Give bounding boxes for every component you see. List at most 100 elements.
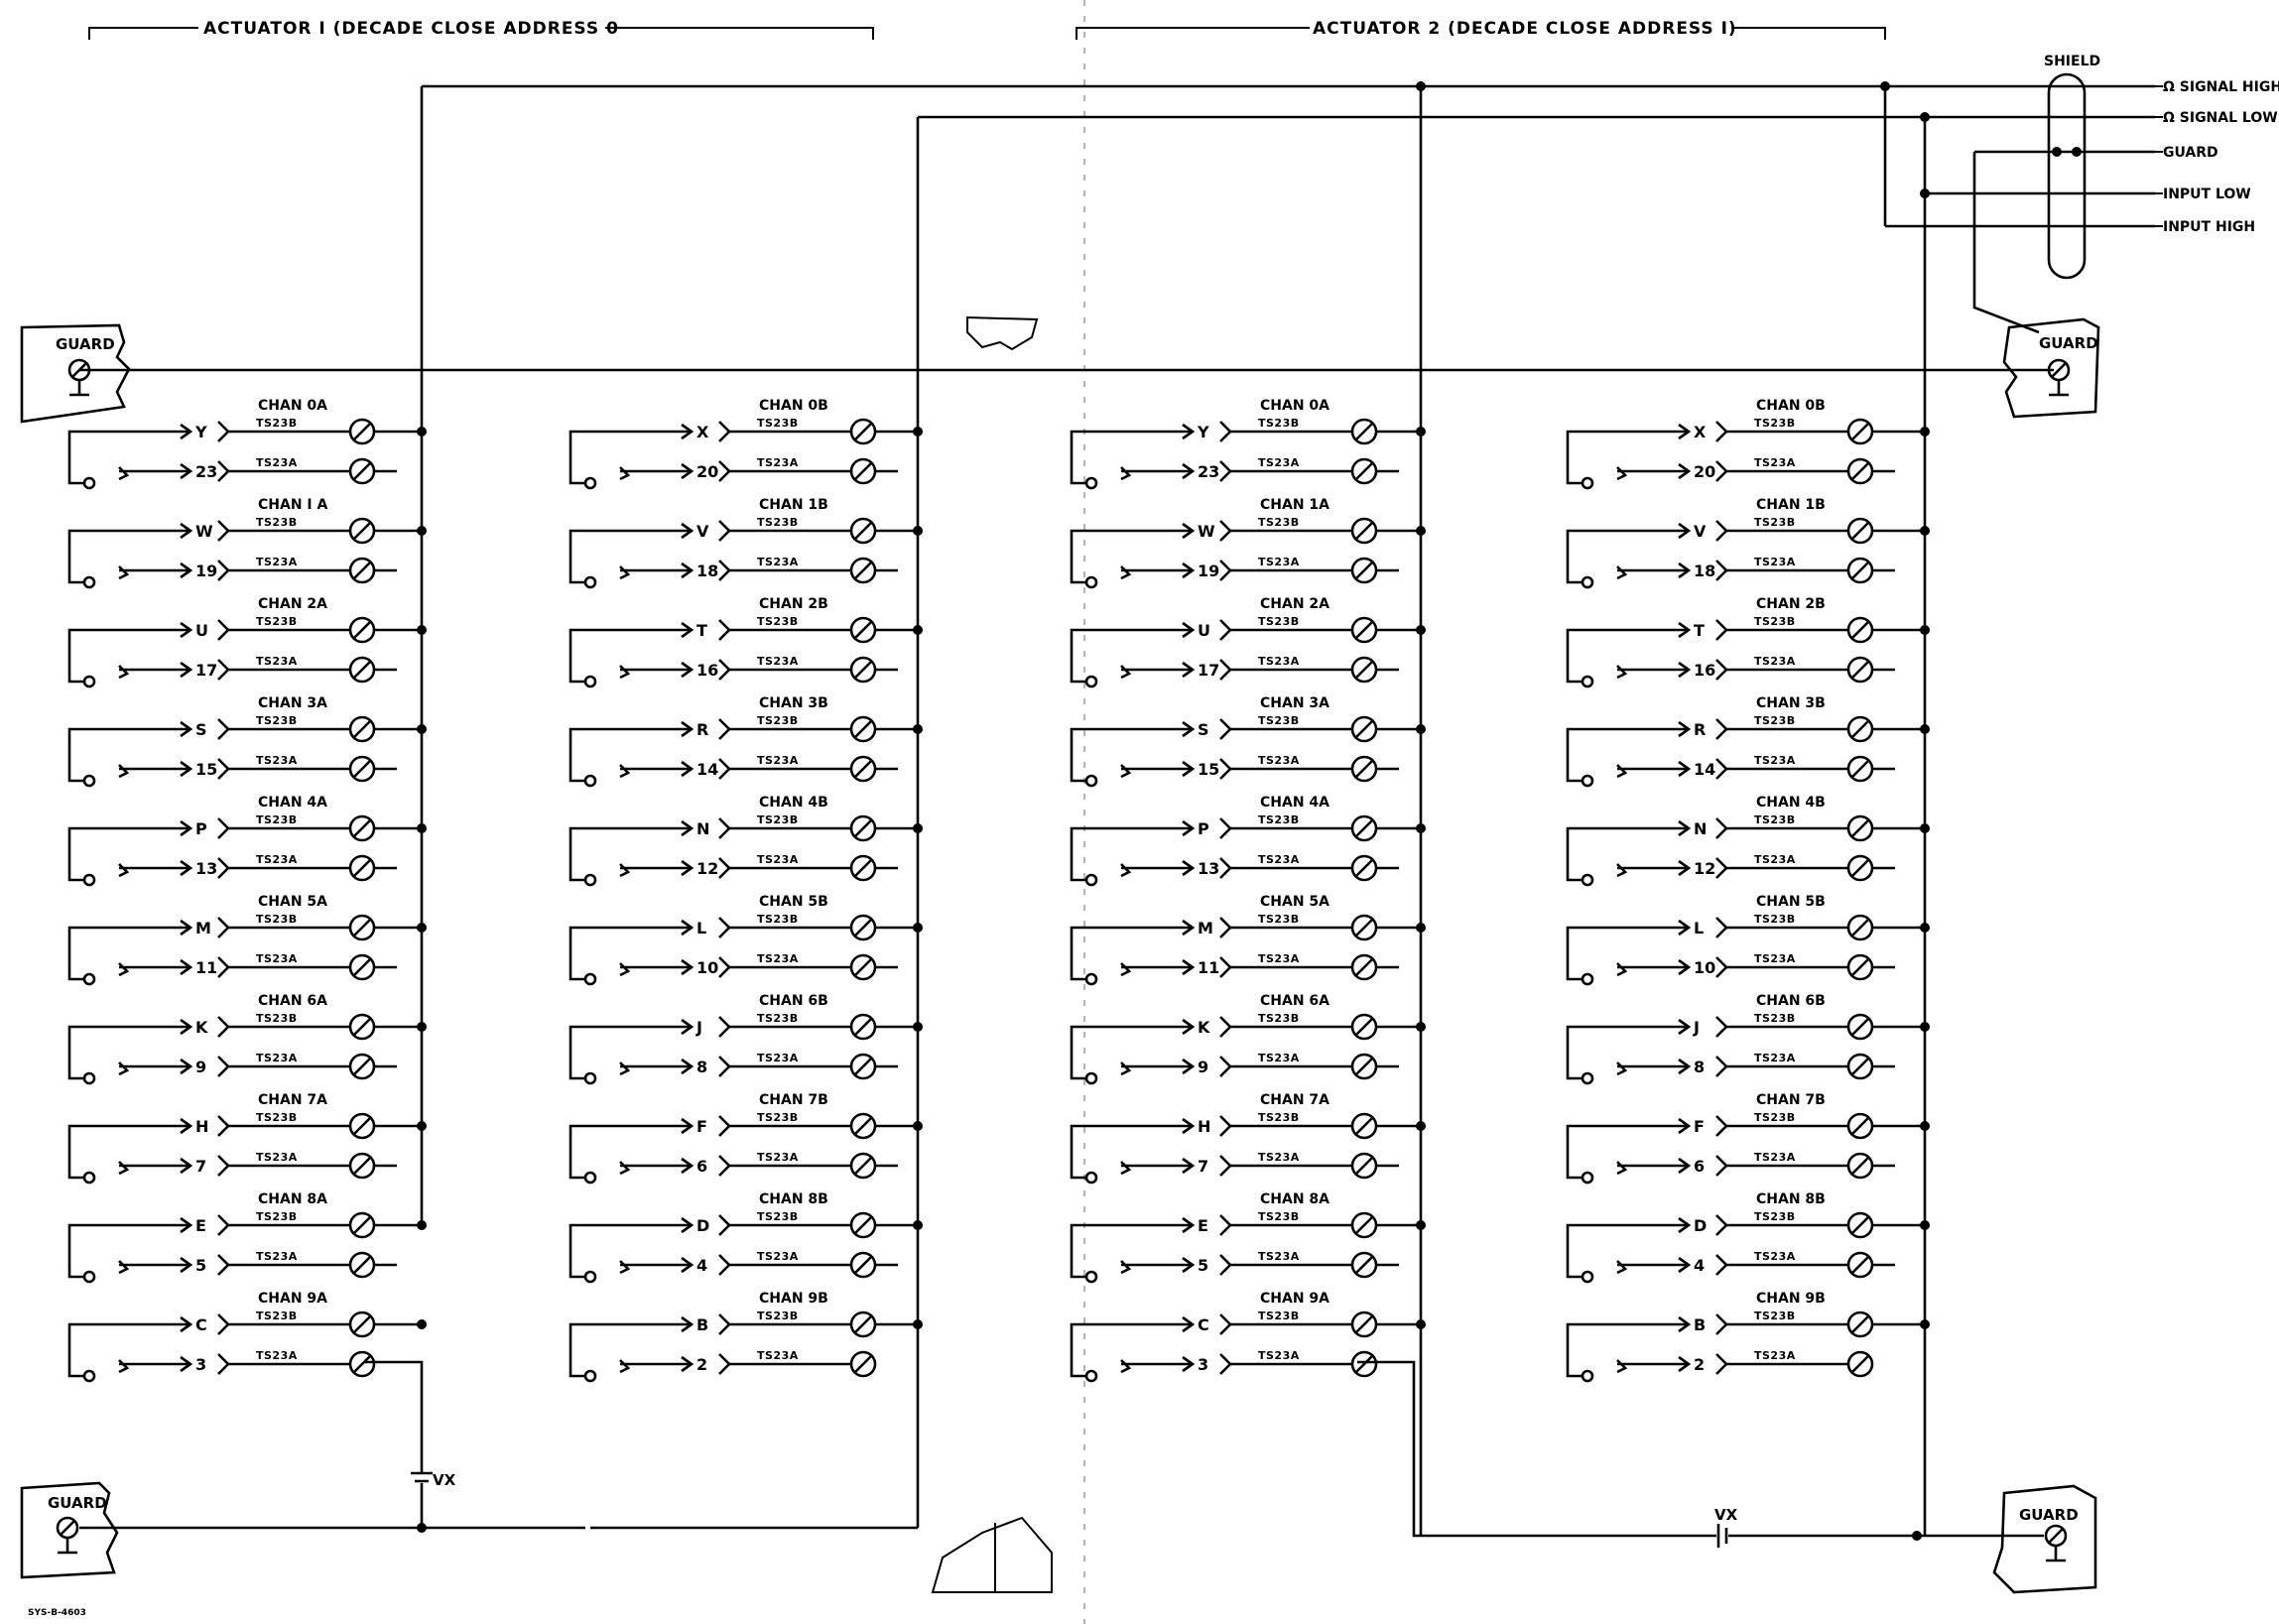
terminal-strip-label: TS23A <box>1258 655 1300 668</box>
terminal-strip-label: TS23B <box>1258 1012 1300 1025</box>
terminal-strip-label: TS23B <box>256 1210 298 1223</box>
terminal-strip-label: TS23A <box>757 952 799 965</box>
pin-label: Y <box>1197 423 1209 441</box>
channel-label: CHAN 2A <box>258 596 327 612</box>
drawing-number: SYS-B-4603 <box>28 1608 86 1618</box>
pin-label: Y <box>194 423 207 441</box>
terminal-strip-label: TS23B <box>1754 1310 1796 1322</box>
terminal-strip-label: TS23B <box>1258 813 1300 826</box>
terminal-strip-label: TS23A <box>1258 1250 1300 1263</box>
terminal-icon <box>849 1350 877 1378</box>
pin-label: J <box>696 1018 702 1037</box>
terminal-strip-label: TS23B <box>1754 1210 1796 1223</box>
terminal-strip-label: TS23B <box>1754 813 1796 826</box>
channel-label: CHAN 2A <box>1260 596 1329 612</box>
channel-label: CHAN 6B <box>759 993 828 1009</box>
terminal-strip-label: TS23A <box>256 1349 298 1362</box>
pin-label: C <box>195 1315 207 1334</box>
pin-label: E <box>1198 1216 1208 1235</box>
pin-label: 19 <box>1198 562 1219 580</box>
pin-label: 17 <box>195 661 217 680</box>
pin-label: K <box>195 1018 208 1037</box>
terminal-strip-label: TS23B <box>1754 714 1796 727</box>
pin-label: H <box>1198 1117 1210 1136</box>
channel-label: CHAN 0A <box>1260 398 1329 414</box>
terminal-strip-label: TS23B <box>757 615 799 628</box>
pin-label: 20 <box>696 462 718 481</box>
guard-terminal-bottom-left: GUARD <box>20 1481 119 1579</box>
signal-label-4: INPUT LOW <box>2163 187 2251 202</box>
torn-mark-top <box>966 315 1039 351</box>
vx-label-right: VX <box>1714 1506 1738 1524</box>
terminal-strip-label: TS23A <box>757 1052 799 1064</box>
channel-label: CHAN 1B <box>1756 497 1826 513</box>
terminal-strip-label: TS23B <box>256 516 298 529</box>
terminal-strip-label: TS23A <box>1754 952 1796 965</box>
pin-label: 15 <box>195 760 217 779</box>
channel-label: CHAN 9B <box>1756 1291 1826 1307</box>
pin-label: 23 <box>195 462 217 481</box>
pin-label: U <box>195 621 208 640</box>
pin-label: R <box>1694 720 1706 739</box>
pin-label: 10 <box>1694 958 1715 977</box>
signal-label-5: INPUT HIGH <box>2163 219 2255 235</box>
channel-label: CHAN 7A <box>258 1092 327 1108</box>
pin-label: 3 <box>1198 1355 1208 1374</box>
pin-label: 4 <box>1694 1256 1705 1275</box>
terminal-strip-label: TS23B <box>757 417 799 430</box>
pin-label: H <box>195 1117 208 1136</box>
pin-label: L <box>696 919 706 937</box>
guard-terminal-top-left: GUARD <box>20 323 131 424</box>
terminal-strip-label: TS23A <box>1258 952 1300 965</box>
terminal-strip-label: TS23A <box>256 1052 298 1064</box>
pin-label: L <box>1694 919 1704 937</box>
pin-label: D <box>696 1216 709 1235</box>
terminal-strip-label: TS23A <box>757 556 799 568</box>
channel-label: CHAN 4A <box>258 795 327 811</box>
pin-label: 14 <box>696 760 718 779</box>
signal-bus: SHIELD Ω SIGNAL HIGH Ω SIGNAL LOW GUARD … <box>420 54 2279 1536</box>
terminal-strip-label: TS23B <box>1258 1111 1300 1124</box>
channel-label: CHAN 5B <box>759 894 828 910</box>
pin-label: S <box>1198 720 1209 739</box>
terminal-strip-label: TS23A <box>1258 853 1300 866</box>
terminal-strip-label: TS23A <box>1754 556 1796 568</box>
pin-label: 16 <box>696 661 718 680</box>
pin-label: U <box>1198 621 1210 640</box>
terminal-strip-label: TS23B <box>757 1310 799 1322</box>
terminal-strip-label: TS23A <box>1258 1349 1300 1362</box>
pin-label: V <box>1694 522 1707 541</box>
terminal-strip-label: TS23B <box>256 417 298 430</box>
guard-label: GUARD <box>48 1494 107 1512</box>
terminal-strip-label: TS23A <box>256 556 298 568</box>
channel-label: CHAN 7B <box>759 1092 828 1108</box>
terminal-strip-label: TS23A <box>757 1349 799 1362</box>
terminal-strip-label: TS23A <box>757 1151 799 1164</box>
pin-label: 14 <box>1694 760 1715 779</box>
channel-label: CHAN I A <box>258 497 328 513</box>
terminal-strip-label: TS23B <box>1754 913 1796 926</box>
terminal-strip-label: TS23A <box>757 655 799 668</box>
vx-wiring: VX VX <box>79 1360 2044 1548</box>
pin-label: C <box>1198 1315 1209 1334</box>
